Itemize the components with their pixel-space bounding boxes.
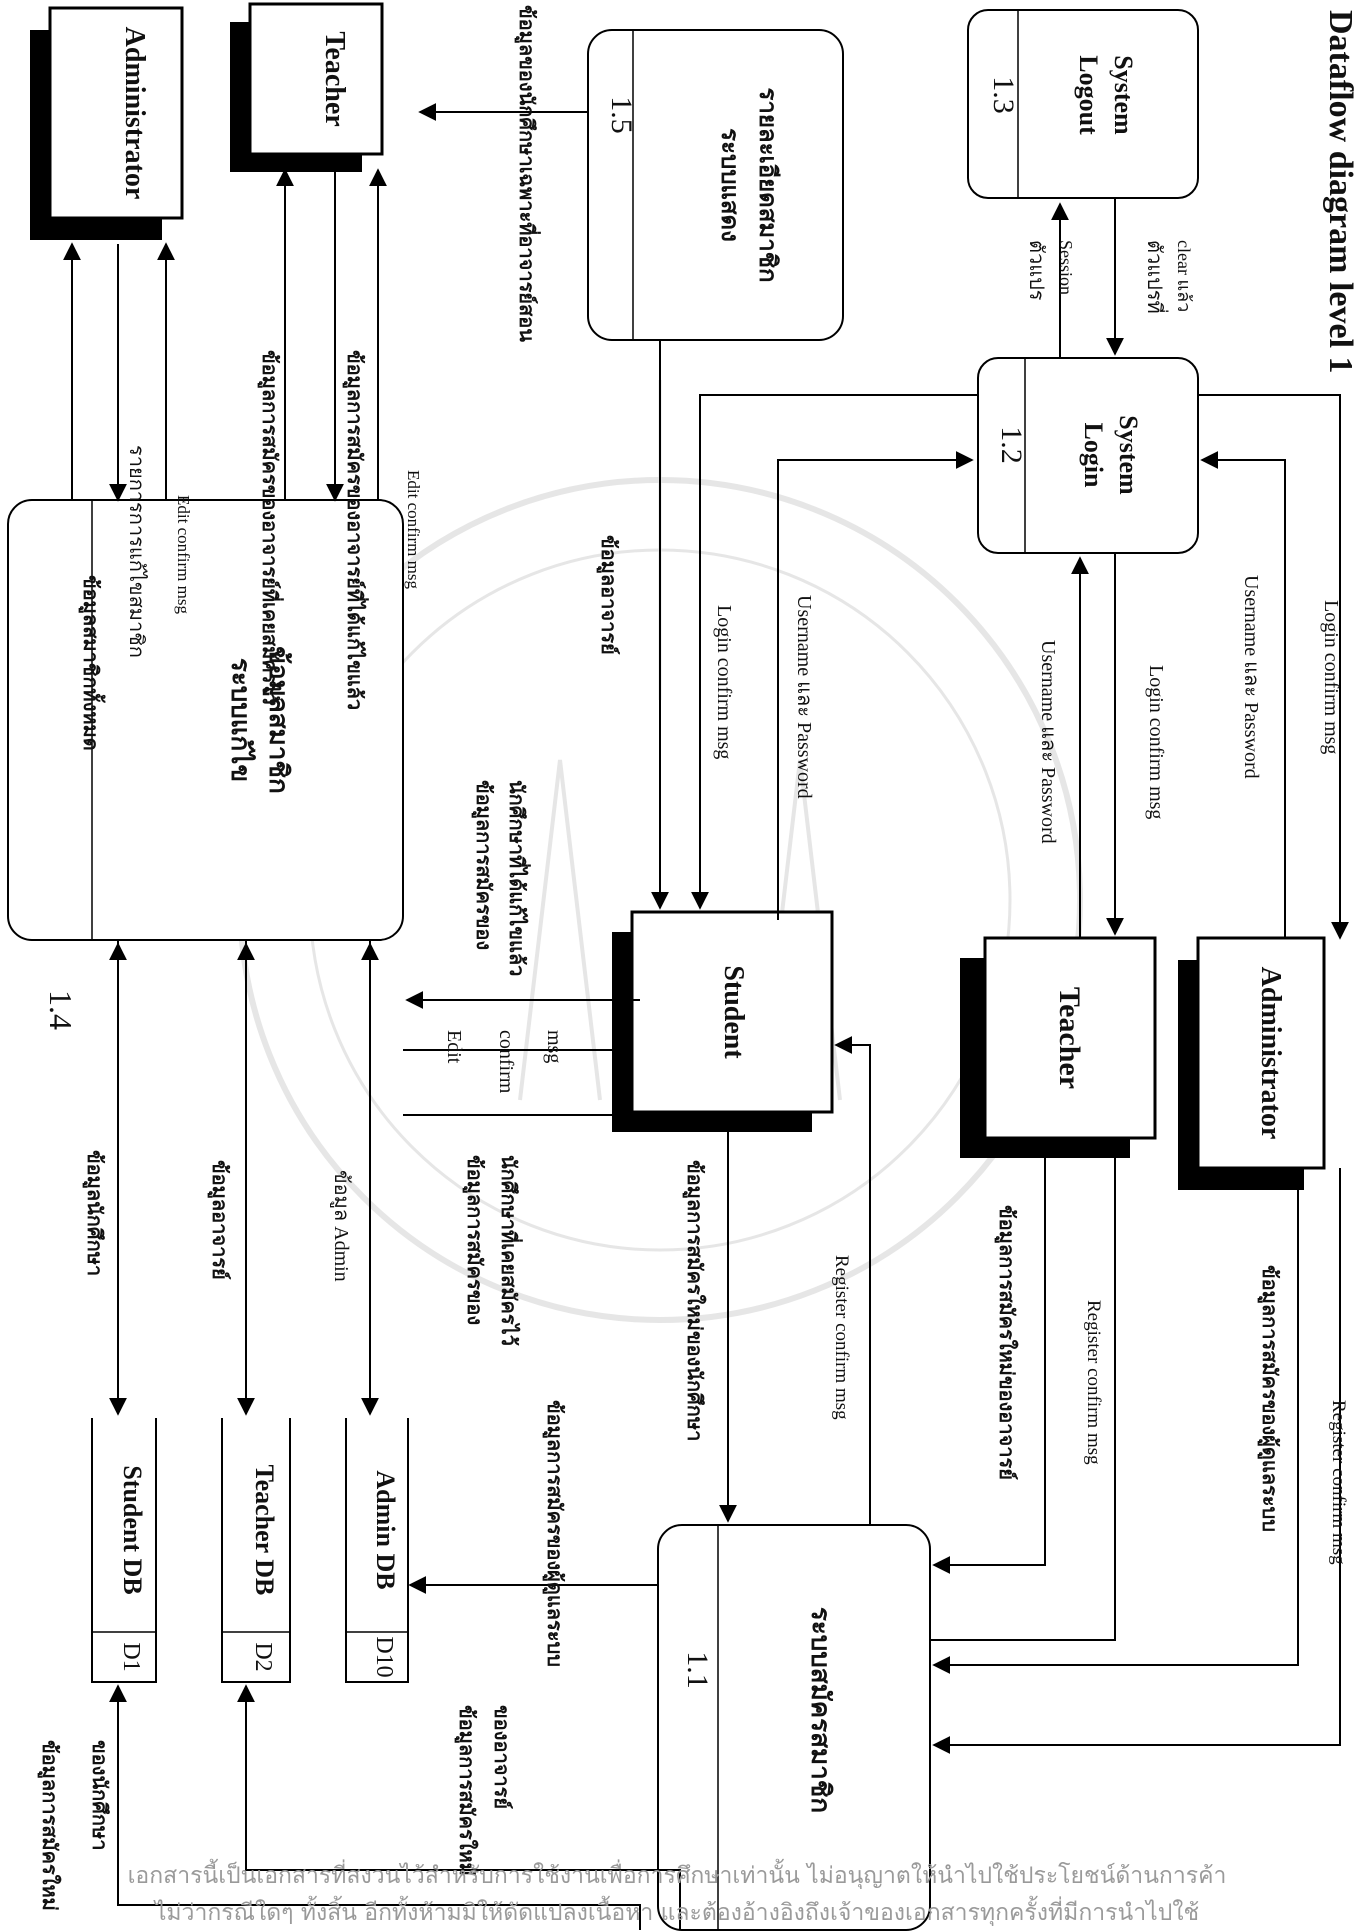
flow-student-prev-1: ข้อมูลการสมัครของ [461, 1155, 486, 1325]
flow-all-members: ข้อมูลสมาชิกทั้งหมด [77, 575, 106, 751]
process-1-5-id: 1.5 [605, 96, 638, 134]
flow-teacher-new: ข้อมูลการสมัครใหม่ของอาจารย์ [993, 1205, 1019, 1480]
footer-line-1: เอกสารนี้เป็นเอกสารที่สงวนไว้สำหรับการใช… [0, 1858, 1354, 1894]
student-label: Student [718, 965, 749, 1059]
d10-id: D10 [371, 1636, 397, 1677]
flow-userpass-admin: Username และ Password [1240, 575, 1262, 779]
external-administrator-mid: Administrator [1178, 938, 1324, 1190]
flow-userpass-teacher: Username และ Password [1037, 640, 1059, 844]
process-1-3-id: 1.3 [987, 76, 1020, 114]
flow-login-confirm-student: Login confirm msg [713, 605, 735, 759]
flow-session: Session [1056, 240, 1076, 295]
process-1-4-id: 1.4 [43, 990, 79, 1030]
external-teacher-mid: Teacher [960, 938, 1155, 1158]
d2-name: Teacher DB [250, 1465, 279, 1596]
flow-register-confirm-teacher: Register confirm msg [1083, 1300, 1104, 1465]
process-1-3: 1.3 Logout System [968, 10, 1198, 198]
process-1-3-name-2: System [1109, 55, 1138, 135]
flow-teacher-data: ข้อมูลอาจารย์ [595, 535, 620, 655]
process-1-4-name-1: ระบบแก้ไข [226, 658, 257, 782]
process-1-2: 1.2 Login System [978, 358, 1198, 553]
flow-register-confirm-admin: Register confirm msg [1328, 1400, 1349, 1565]
flow-student-edited-2: นักศึกษาที่ได้แก้ไขแล้ว [505, 780, 532, 976]
process-1-5: 1.5 ระบบแสดง รายละเอียดสมาชิก [588, 30, 843, 340]
flow-edit-confirm-teacher: Edit confirm msg [404, 470, 423, 589]
process-1-1-name: ระบบสมัครสมาชิก [806, 1607, 835, 1813]
flow-edit-confirm-admin: Edit confirm msg [174, 495, 193, 614]
d10-name: Admin DB [371, 1470, 400, 1589]
external-administrator-top: Administrator [30, 8, 182, 240]
flow-confirm: confirm [495, 1030, 517, 1094]
flow-login-confirm-admin: Login confirm msg [1320, 600, 1342, 754]
process-1-2-name-2: System [1114, 415, 1143, 495]
flow-student-edited-1: ข้อมูลการสมัครของ [470, 780, 495, 950]
flow-clear-done: clear แล้ว [1174, 240, 1194, 312]
d2-id: D2 [250, 1642, 276, 1671]
teacher-top-label: Teacher [319, 31, 350, 126]
flow-edit: Edit [443, 1030, 465, 1064]
process-1-2-name-1: Login [1079, 422, 1108, 488]
process-1-2-id: 1.2 [995, 426, 1028, 464]
flow-teacher-reg: ข้อมูลการสมัครของอาจารย์ที่เคยสมัครไว้ [256, 350, 285, 705]
flow-teacher-edited: ข้อมูลการสมัครของอาจารย์ที่ได้แก้ไขแล้ว [341, 350, 370, 710]
diagram-title: Dataflow diagram level 1 [1322, 10, 1354, 374]
flow-new-teacher-1: ข้อมูลการสมัครใหม่ [453, 1705, 479, 1876]
flow-admin-reg-store: ข้อมูลการสมัครของผู้ดูแลระบบ [541, 1400, 566, 1667]
flow-student-new: ข้อมูลการสมัครใหม่ของนักศึกษา [681, 1160, 707, 1441]
flow-admin-reg: ข้อมูลการสมัครของผู้ดูแลระบบ [1256, 1265, 1281, 1532]
flow-edit-list: รายการการแก้ไขสมาชิก [125, 445, 148, 658]
datastore-d10: D10 Admin DB [346, 1418, 408, 1682]
flow-new-student-2: ของนักศึกษา [88, 1740, 110, 1850]
d1-id: D1 [118, 1642, 144, 1671]
admin-top-label: Administrator [119, 27, 150, 200]
flow-student-info-teacher: ข้อมูลของนักศึกษาเฉพาะที่อาจารย์สอน [513, 5, 542, 342]
flow-msg: msg [543, 1030, 565, 1063]
flow-userpass-student: Username และ Password [793, 595, 815, 799]
process-1-1-id: 1.1 [681, 1651, 714, 1689]
flow-admin-data: ข้อมูล Admin [329, 1170, 352, 1282]
external-student: Student [612, 912, 832, 1132]
flow-teacher-data-store: ข้อมูลอาจารย์ [206, 1160, 231, 1280]
process-1-3-name-1: Logout [1074, 55, 1103, 135]
datastore-d2: D2 Teacher DB [222, 1418, 290, 1682]
process-1-5-name-1: ระบบแสดง [716, 128, 742, 242]
external-teacher-top: Teacher [230, 4, 382, 172]
flow-login-confirm-teacher: Login confirm msg [1145, 665, 1167, 819]
teacher-mid-label: Teacher [1053, 987, 1086, 1089]
datastore-d1: D1 Student DB [92, 1418, 156, 1682]
flow-var: ตัวแปร [1025, 240, 1047, 301]
flow-register-confirm-student: Register confirm msg [831, 1255, 852, 1420]
flow-student-prev-2: นักศึกษาที่เคยสมัครไว้ [497, 1155, 524, 1346]
flow-var-cleared: ตัวแปรที่ [1143, 240, 1169, 314]
d1-name: Student DB [118, 1465, 147, 1594]
process-1-5-name-2: รายละเอียดสมาชิก [754, 87, 781, 282]
flow-new-teacher-2: ของอาจารย์ [490, 1705, 513, 1809]
admin-mid-label: Administrator [1255, 967, 1286, 1140]
flow-student-data: ข้อมูลนักศึกษา [81, 1150, 106, 1276]
footer-line-2: ไม่ว่ากรณีใดๆ ทั้งสิ้น อีกทั้งห้ามมิให้ด… [0, 1895, 1354, 1931]
